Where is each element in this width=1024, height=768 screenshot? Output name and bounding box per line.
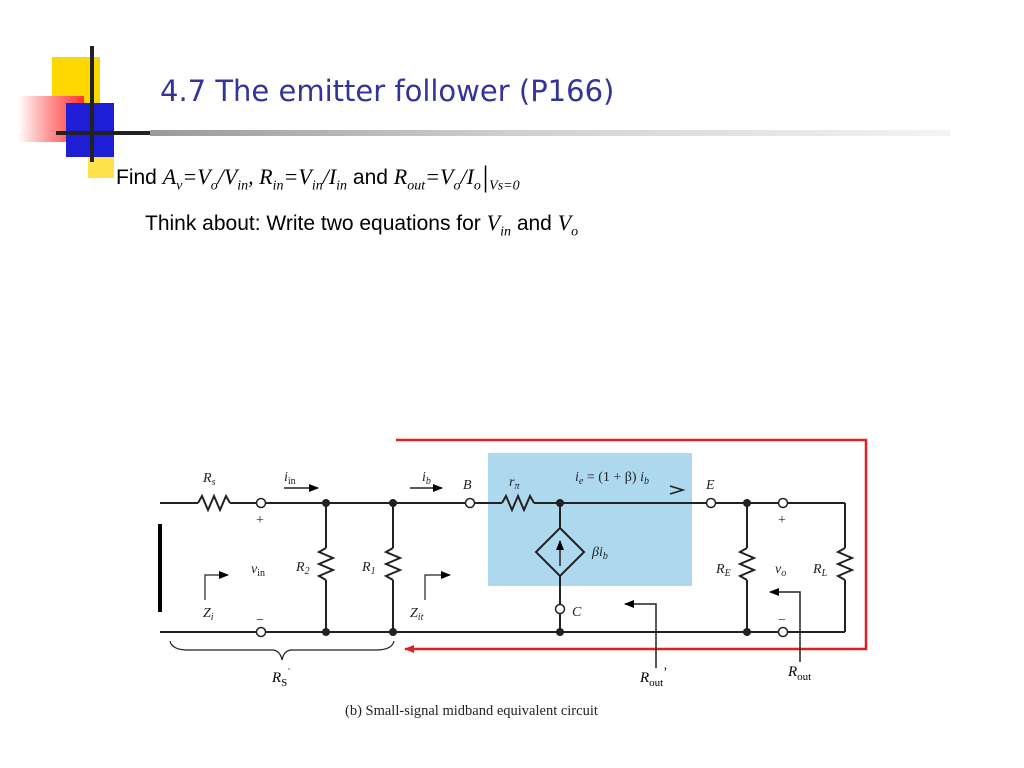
label-rs-prime: RS` — [271, 667, 291, 689]
junction-dot — [556, 628, 564, 636]
terminal-vo-minus — [777, 626, 789, 638]
rpi-resistor — [501, 493, 535, 513]
slide-title: 4.7 The emitter follower (P166) — [160, 74, 615, 108]
rs-resistor — [197, 493, 231, 513]
label-vin: vin — [251, 562, 265, 579]
r1-resistor — [383, 547, 403, 581]
label-ib: ib — [422, 470, 431, 487]
and-word-2: and — [516, 212, 552, 235]
and-word: and — [352, 166, 388, 189]
label-ie-equation: ie = (1 + β) ib — [575, 470, 649, 487]
terminal-vin-plus — [255, 497, 267, 509]
label-re: RE — [715, 562, 731, 579]
label-rout: Rout — [787, 664, 811, 683]
junction-dot — [556, 499, 564, 507]
think-line: Think about: Write two equations for Vin… — [145, 210, 578, 240]
terminal-vin-minus — [255, 626, 267, 638]
label-beta-ib: βib — [591, 545, 608, 562]
label-r2: R2 — [295, 560, 310, 577]
re-resistor — [737, 547, 757, 581]
junction-dot — [389, 499, 397, 507]
terminal-c — [554, 603, 566, 615]
label-rpi: rπ — [509, 475, 520, 492]
junction-dot — [322, 499, 330, 507]
label-b: B — [463, 478, 472, 493]
label-c: C — [572, 605, 582, 620]
title-underline — [150, 130, 950, 136]
label-vo-plus: + — [778, 513, 786, 528]
label-iin: iin — [284, 470, 296, 487]
junction-dot — [322, 628, 330, 636]
label-vin-plus: + — [256, 513, 264, 528]
label-vo: vo — [775, 562, 786, 579]
zi-arrow — [204, 571, 229, 600]
junction-dot — [743, 499, 751, 507]
terminal-e — [705, 497, 717, 509]
label-r1: R1 — [361, 560, 376, 577]
terminal-vo-plus — [777, 497, 789, 509]
label-zit: Zit — [410, 606, 424, 623]
caption: (b) Small-signal midband equivalent circ… — [345, 703, 598, 719]
av-expression: Av=Vo/Vin, Rin=Vin/Iin — [162, 164, 348, 194]
rout-arrow — [769, 588, 801, 662]
transistor-model-highlight — [488, 453, 692, 586]
junction-dot — [389, 628, 397, 636]
label-e: E — [705, 478, 715, 493]
vo-symbol: Vo — [557, 210, 579, 240]
zit-arrow — [424, 571, 451, 600]
rout-expression: Rout=Vo/Io|Vs=0 — [393, 160, 520, 194]
junction-dot — [743, 628, 751, 636]
terminal-b — [464, 497, 476, 509]
find-word: Find — [116, 166, 157, 189]
red-rout-path — [396, 438, 868, 653]
rs-brace — [169, 640, 395, 661]
ie-arrow — [669, 485, 686, 495]
label-rl: RL — [812, 562, 828, 579]
decor-vertical-bar — [90, 46, 94, 162]
label-vo-minus: − — [778, 613, 786, 628]
rl-resistor — [835, 547, 855, 581]
decor-horizontal-bar — [56, 131, 150, 135]
rout-prime-arrow — [624, 600, 657, 668]
think-text: Think about: Write two equations for — [145, 212, 481, 235]
label-zi: Zi — [203, 606, 214, 623]
label-rout-prime: Rout’ — [639, 664, 668, 689]
label-vin-minus: − — [256, 613, 264, 628]
r2-resistor — [316, 547, 336, 581]
find-line: Find Av=Vo/Vin, Rin=Vin/Iin and Rout=Vo/… — [116, 158, 520, 194]
vin-symbol: Vin — [486, 210, 511, 240]
label-rs: Rs — [202, 471, 216, 488]
